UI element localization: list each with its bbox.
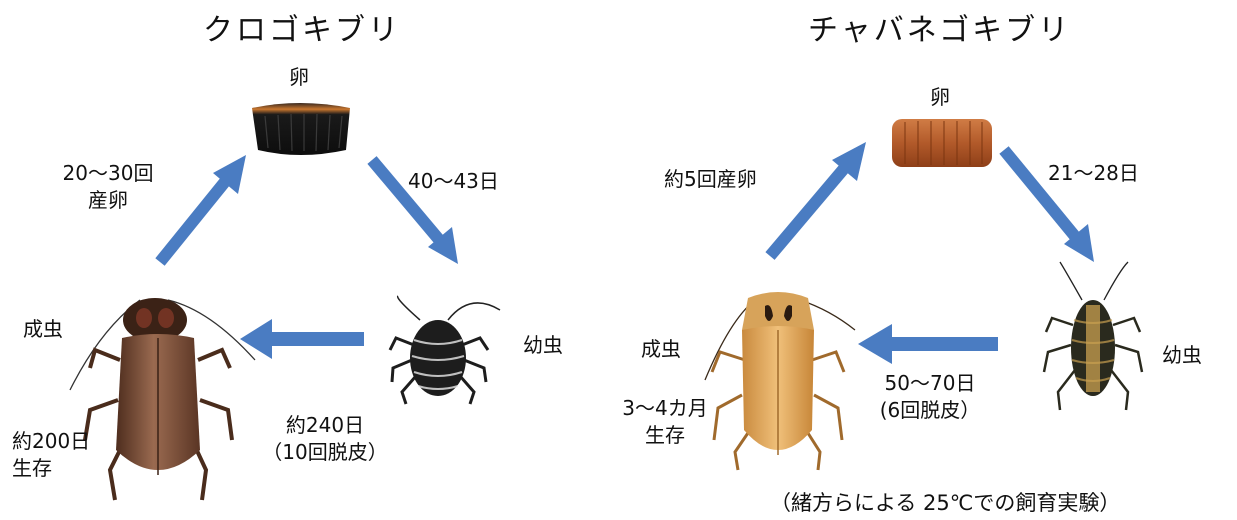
egg-to-nymph-right: 21〜28日 (1048, 161, 1139, 185)
nymph-to-adult-right-line1: 50〜70日 (884, 371, 976, 395)
lifespan-left-line2: 生存 (12, 456, 52, 480)
adult-to-egg-right: 約5回産卵 (664, 167, 757, 191)
nymph-black-illustration (388, 295, 501, 405)
lifespan-right-line1: 3〜4カ月 (622, 396, 708, 420)
nymph-to-adult-left-line1: 約240日 (285, 413, 365, 437)
lifespan-right: 3〜4カ月 生存 (610, 395, 720, 449)
egg-to-nymph-left: 40〜43日 (408, 169, 499, 193)
nymph-label-right: 幼虫 (1162, 343, 1202, 367)
arrow-egg-to-nymph-right (999, 146, 1094, 262)
nymph-label-left: 幼虫 (523, 333, 563, 357)
arrow-nymph-to-adult-left (240, 319, 364, 359)
lifespan-left-line1: 約200日 (12, 429, 91, 453)
nymph-to-adult-right: 50〜70日 (6回脱皮） (870, 370, 990, 424)
arrow-adult-to-egg-right (765, 142, 866, 260)
arrow-egg-to-nymph-left (367, 156, 458, 264)
adult-chabane-illustration (704, 292, 856, 471)
caption-source: （緒方らによる 25℃での飼育実験） (770, 491, 1121, 515)
adult-label-left: 成虫 (23, 317, 63, 341)
egg-case-brown-illustration (892, 119, 992, 167)
nymph-to-adult-left-line2: （10回脱皮） (262, 440, 388, 464)
egg-label-right: 卵 (930, 85, 950, 109)
egg-case-black-illustration (252, 103, 350, 155)
nymph-to-adult-left: 約240日 （10回脱皮） (250, 412, 400, 466)
arrow-adult-to-egg-left (155, 155, 246, 266)
title-chabanegokiburi: チャバネゴキブリ (808, 13, 1072, 48)
title-kurogokiburi: クロゴキブリ (203, 13, 401, 48)
lifespan-right-line2: 生存 (645, 423, 685, 447)
egg-label-left: 卵 (289, 65, 309, 89)
nymph-to-adult-right-line2: (6回脱皮） (879, 398, 981, 422)
lifespan-left: 約200日 生存 (12, 428, 90, 482)
adult-label-right: 成虫 (641, 337, 681, 361)
adult-to-egg-left: 20〜30回 産卵 (48, 160, 168, 214)
adult-to-egg-left-line2: 産卵 (88, 188, 128, 212)
nymph-chabane-illustration (1042, 261, 1144, 411)
arrow-nymph-to-adult-right (858, 324, 998, 364)
adult-to-egg-left-line1: 20〜30回 (62, 161, 154, 185)
adult-kurogokiburi-illustration (69, 298, 256, 501)
